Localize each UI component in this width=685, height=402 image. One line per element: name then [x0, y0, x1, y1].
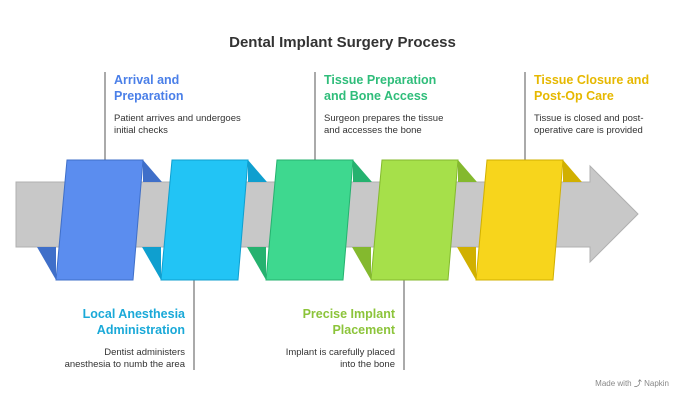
step-1-title: Arrival and Preparation [114, 72, 294, 104]
step-5-title: Tissue Closure and Post-Op Care [534, 72, 682, 104]
step-band-1-face [55, 159, 144, 281]
step-1-desc-line-2: initial checks [114, 125, 168, 136]
step-5-title-line-1: Tissue Closure and [534, 73, 650, 87]
step-2-title-line-1: Local Anesthesia [82, 307, 185, 321]
step-band-4-face [370, 159, 459, 281]
step-4-title-line-1: Precise Implant [302, 307, 395, 321]
step-3-title-line-2: and Bone Access [324, 89, 428, 103]
made-with-footer: Made with ⤴ Napkin [595, 378, 669, 389]
step-band-4 [352, 159, 477, 281]
step-3-title: Tissue Preparation and Bone Access [324, 72, 504, 104]
step-band-5 [457, 159, 582, 281]
step-3-desc-line-1: Surgeon prepares the tissue [324, 113, 444, 124]
step-1-title-line-1: Arrival and [114, 73, 180, 87]
step-band-1 [37, 159, 162, 281]
step-2-desc-line-2: anesthesia to numb the area [64, 359, 185, 370]
step-5-desc-line-1: Tissue is closed and post- [534, 113, 644, 124]
step-band-4-fold-bottom [352, 247, 371, 280]
step-2-title: Local Anesthesia Administration [5, 306, 185, 338]
step-4-desc-line-2: into the bone [340, 359, 395, 370]
step-1-title-line-2: Preparation [114, 89, 184, 103]
diagram-title: Dental Implant Surgery Process [229, 34, 456, 51]
step-2-desc-line-1: Dentist administers [104, 347, 185, 358]
step-band-2 [142, 159, 267, 281]
step-band-5-face [475, 159, 564, 281]
step-4-title: Precise Implant Placement [215, 306, 395, 338]
step-3-title-line-1: Tissue Preparation [324, 73, 437, 87]
step-5-title-line-2: Post-Op Care [534, 89, 614, 103]
step-band-5-fold-top [563, 160, 582, 182]
step-2-title-line-2: Administration [96, 323, 185, 337]
step-3-desc-line-2: and accesses the bone [324, 125, 422, 136]
step-band-3-face [265, 159, 354, 281]
step-band-3 [247, 159, 372, 281]
step-band-5-fold-bottom [457, 247, 476, 280]
step-4-description: Implant is carefully placed into the bon… [215, 347, 395, 371]
step-band-2-fold-top [248, 160, 267, 182]
made-with-label: Made with [595, 379, 632, 388]
step-band-1-fold-bottom [37, 247, 56, 280]
step-band-1-fold-top [143, 160, 162, 182]
step-4-desc-line-1: Implant is carefully placed [285, 347, 395, 358]
step-band-3-fold-bottom [247, 247, 266, 280]
step-4-title-line-2: Placement [332, 323, 395, 337]
step-band-2-fold-bottom [142, 247, 161, 280]
step-1-desc-line-1: Patient arrives and undergoes [114, 113, 241, 124]
napkin-logo-icon: ⤴ [633, 379, 642, 388]
step-5-description: Tissue is closed and post- operative car… [534, 113, 682, 137]
step-1-description: Patient arrives and undergoes initial ch… [114, 113, 294, 137]
step-band-3-fold-top [353, 160, 372, 182]
step-2-description: Dentist administers anesthesia to numb t… [5, 347, 185, 371]
step-band-2-face [160, 159, 249, 281]
step-3-description: Surgeon prepares the tissue and accesses… [324, 113, 504, 137]
step-5-desc-line-2: operative care is provided [534, 125, 643, 136]
brand-name: Napkin [644, 379, 669, 388]
step-band-4-fold-top [458, 160, 477, 182]
